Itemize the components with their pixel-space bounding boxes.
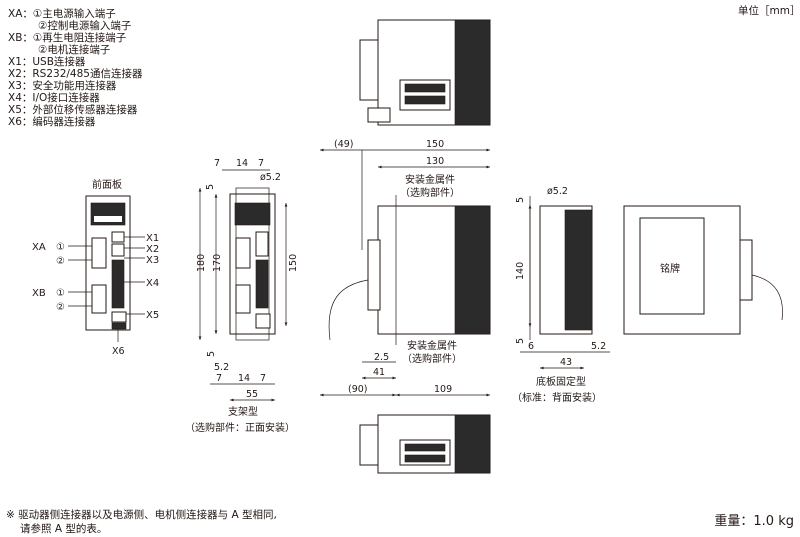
dim-90: (90) [348,384,368,395]
unit-label: 单位［mm］ [738,4,800,17]
dim-150: 150 [288,254,299,272]
port-x2: X2 [146,244,159,255]
dim-7: 7 [214,158,220,169]
dim-150: 150 [426,139,444,150]
xa-c1: ① [56,242,65,253]
xa-label: XA [32,242,46,253]
legend-item: XA：①主电源输入端子 [8,7,116,20]
dim-5: 5 [515,338,526,344]
dim-6: 6 [528,341,534,352]
dim-7: 7 [258,158,264,169]
nameplate-label: 铭牌 [660,262,680,275]
footnote: ※ 驱动器侧连接器以及电源侧、电机侧连接器与 A 型相同, 请参照 A 型的表。 [6,508,277,536]
side-view: (49) 150 130 安装金属件 （选购部件） 安装金属件 （选购部件） 2… [320,139,491,397]
base-mount-view: ø5.2 5 140 5 6 5.2 43 底板固定型 （标准：背面安装） [512,186,610,404]
legend-item: X1：USB连接器 [8,55,86,68]
legend-item: X2：RS232/485通信连接器 [8,67,143,80]
dim-5-2: 5.2 [591,341,606,352]
dim-7: 7 [216,373,222,384]
xb-c1: ① [56,288,65,299]
dim-5: 5 [206,351,217,357]
bracket-mount-view: 7 14 7 ø5.2 5 180 170 150 5 5.2 7 14 7 5… [185,158,299,434]
connector-legend: XA：①主电源输入端子 ②控制电源输入端子 XB：①再生电阻连接端子 ②电机连接… [8,7,143,128]
port-x6: X6 [112,346,125,357]
legend-item: ②电机连接端子 [38,43,110,56]
port-x3: X3 [146,255,159,266]
legend-item: XB：①再生电阻连接端子 [8,31,126,44]
dim-109: 109 [434,384,452,395]
top-view-lower [359,414,491,474]
legend-item: ②控制电源输入端子 [38,19,131,32]
port-x5: X5 [146,310,159,321]
footnote-line: 请参照 A 型的表。 [20,523,108,535]
dim-43: 43 [560,357,572,368]
front-panel-title: 前面板 [92,178,122,191]
footnote-line: ※ 驱动器侧连接器以及电源侧、电机侧连接器与 A 型相同, [6,509,277,521]
dim-170: 170 [212,254,223,272]
dim-2-5: 2.5 [374,352,389,363]
xb-label: XB [32,288,46,299]
base-caption: 底板固定型 [536,375,586,388]
dim-14: 14 [238,373,250,384]
xa-c2: ② [56,256,65,267]
port-x1: X1 [146,233,159,244]
xb-c2: ② [56,302,65,313]
callout-bottom-sub: （选购部件） [402,352,462,365]
dim-5-2: 5.2 [214,362,229,373]
dim-180: 180 [196,254,207,272]
dim-hole: ø5.2 [547,186,568,197]
base-subcaption: （标准：背面安装） [512,391,602,404]
callout-top: 安装金属件 [405,173,455,186]
front-panel-view: 前面板 XA ① ② XB ① ② X1 X2 X3 X4 X5 X6 [32,178,159,357]
top-view-upper [359,19,491,126]
callout-bottom: 安装金属件 [407,339,457,352]
dim-14: 14 [236,158,248,169]
callout-top-sub: （选购部件） [400,186,460,199]
legend-item: X6：编码器连接器 [8,115,96,128]
bracket-caption: 支架型 [228,405,258,418]
dim-49: (49) [334,139,354,150]
dim-7: 7 [260,373,266,384]
dim-hole: ø5.2 [260,172,281,183]
legend-item: X5：外部位移传感器连接器 [8,103,138,116]
dim-130: 130 [426,156,444,167]
dim-140: 140 [515,262,526,280]
weight-label: 重量：1.0 kg [714,514,794,529]
dim-55: 55 [246,389,258,400]
dim-5: 5 [515,197,526,203]
legend-item: X4：I/O接口连接器 [8,91,100,104]
rear-view: 铭牌 [623,205,783,335]
dim-41: 41 [373,367,385,378]
dim-5: 5 [205,184,216,190]
bracket-subcaption: （选购部件：正面安装） [185,421,295,434]
port-x4: X4 [146,278,159,289]
legend-item: X3：安全功能用连接器 [8,79,117,92]
